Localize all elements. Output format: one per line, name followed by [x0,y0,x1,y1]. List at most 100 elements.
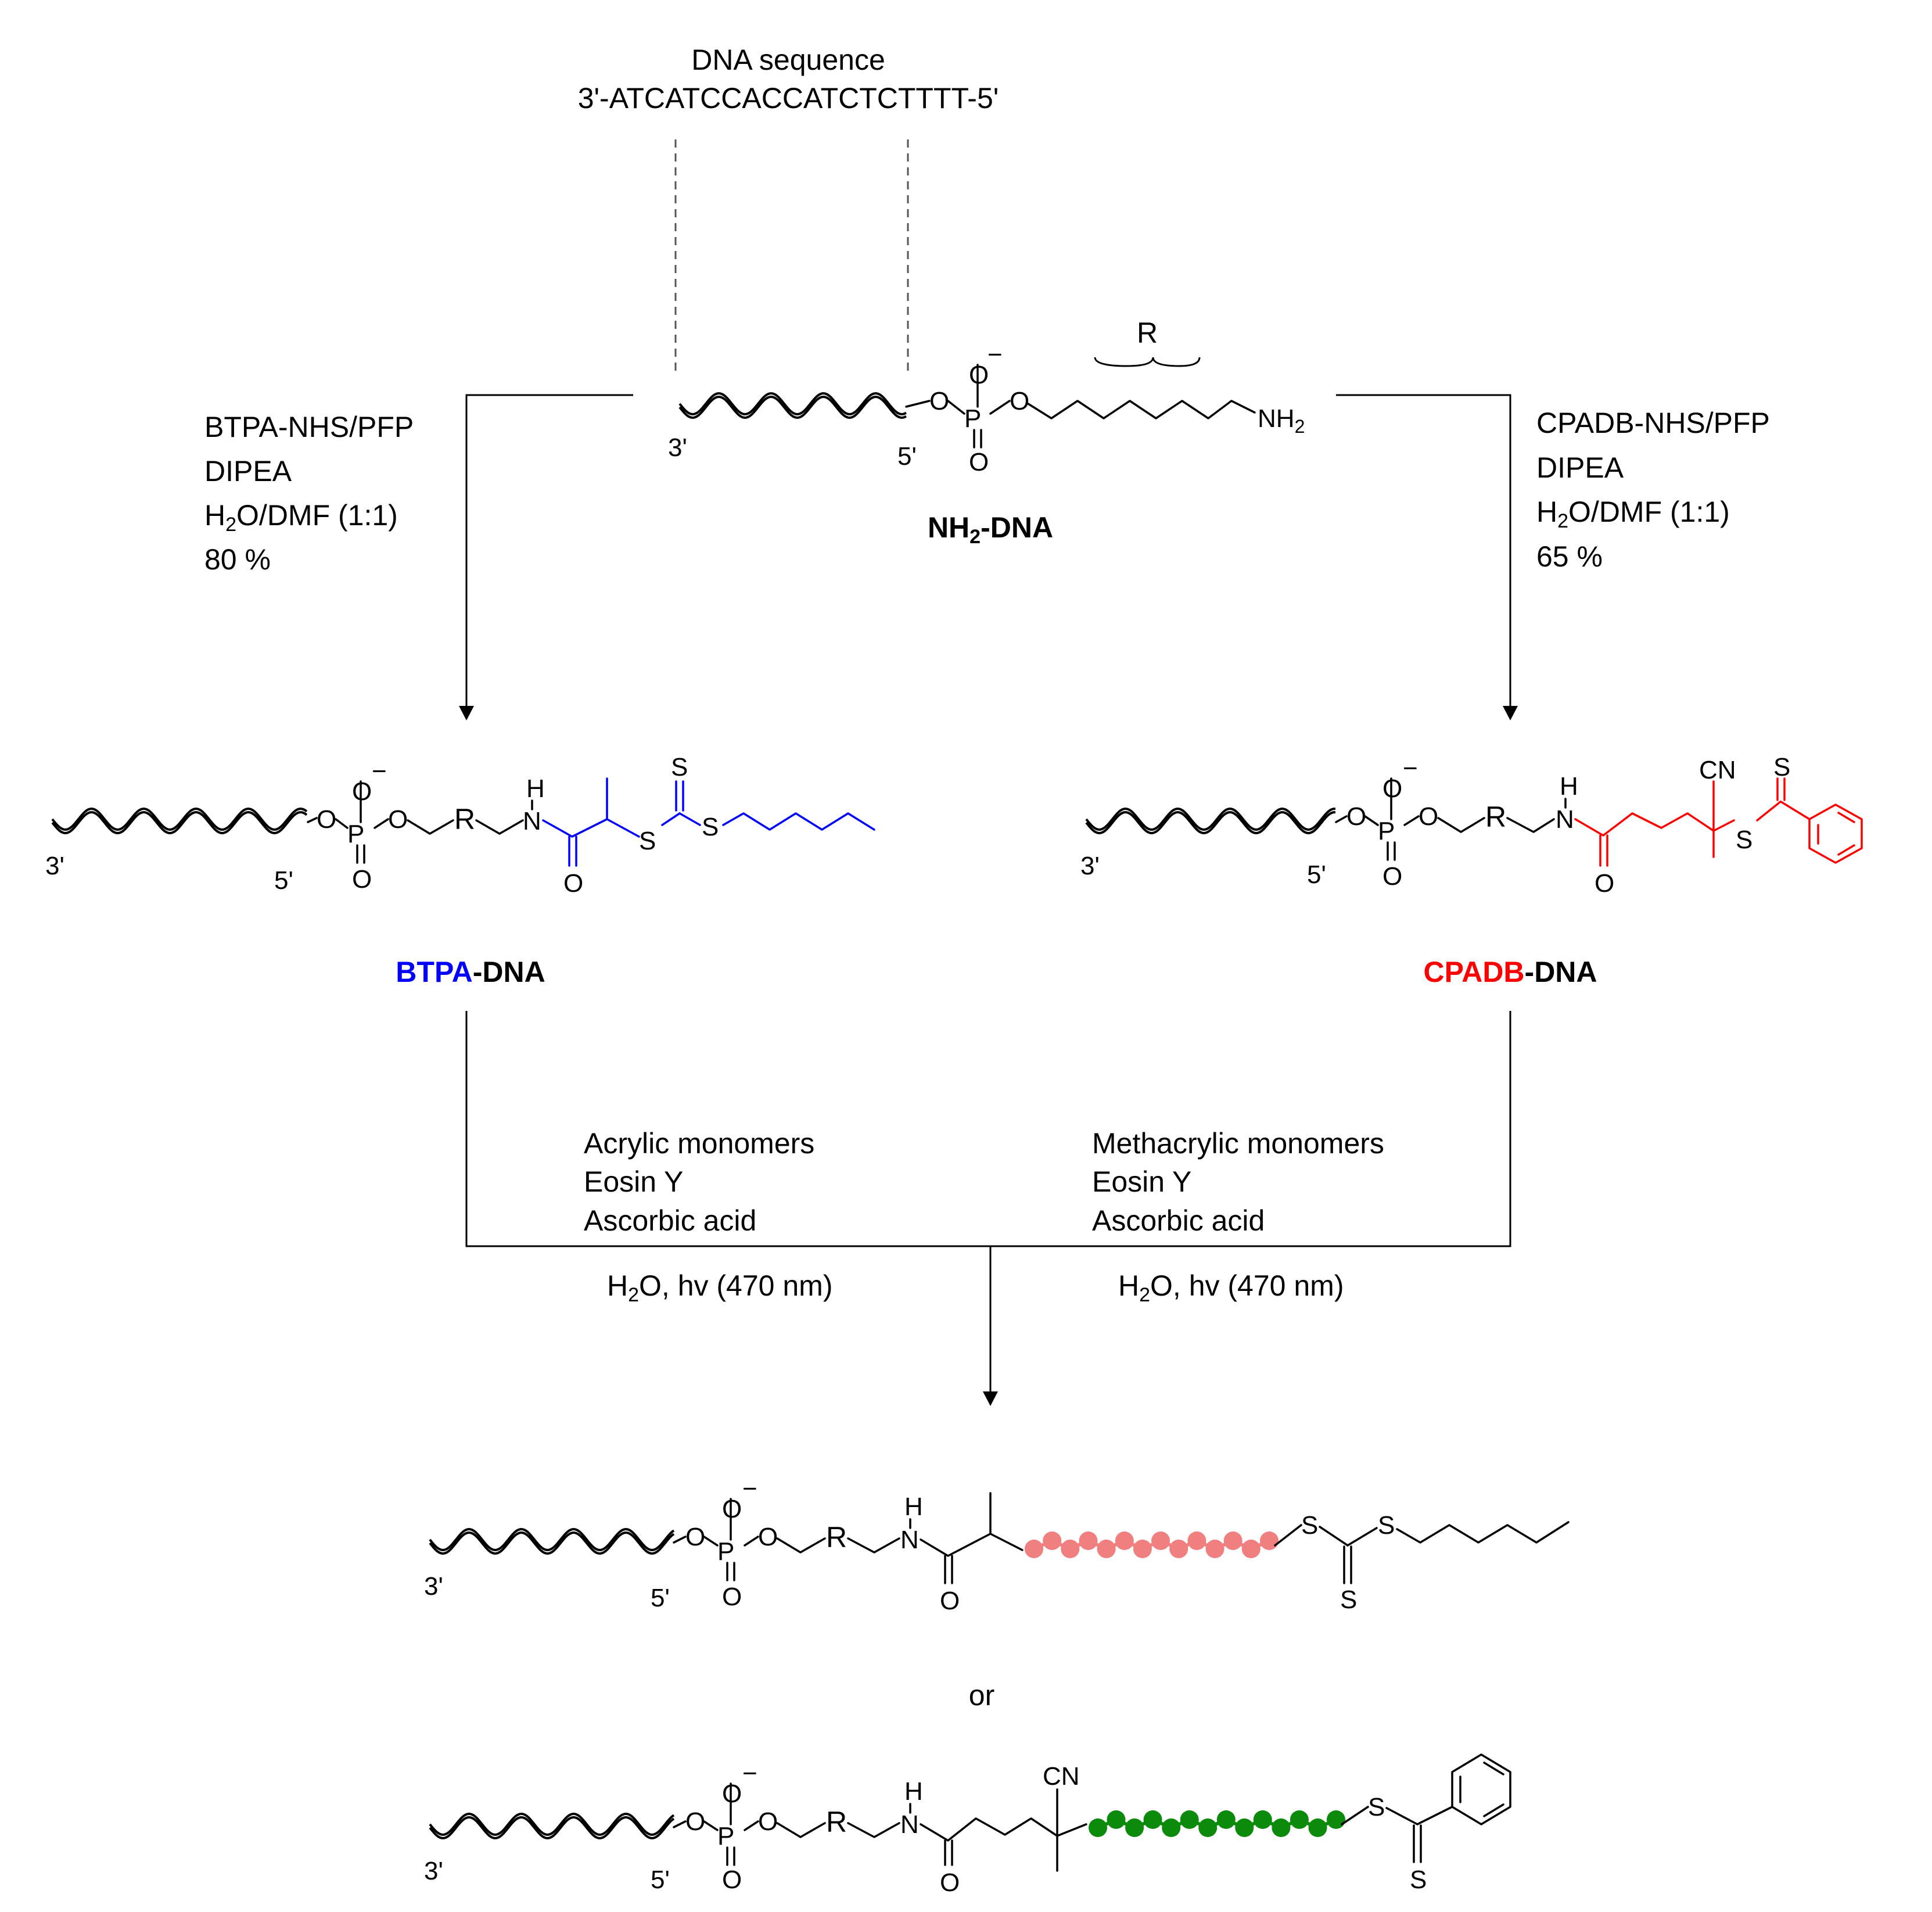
reagent-line: DIPEA [1536,451,1624,484]
three-prime-label: 3' [424,1572,443,1601]
thioether-sulfur: S [1736,826,1753,854]
monomer-bead [1272,1818,1291,1837]
dna-sequence-text: 3'-ATCATCCACCATCTCTTTT-5' [578,82,999,114]
three-prime-label: 3' [45,852,64,880]
bond [703,1820,719,1831]
bond [673,1820,687,1828]
bond [335,818,349,829]
bond [947,400,965,415]
monomer-bead [1223,1531,1242,1550]
dna-strand [678,392,907,419]
bond [847,1822,900,1838]
cpadb-dna-molecule: 3' 5' O P O − O O R N H [1080,753,1863,898]
three-prime-label: 3' [1080,852,1100,880]
r-group-label: R [1485,801,1506,833]
negative-charge: − [742,1475,757,1503]
bond [1274,1524,1302,1547]
arrowhead-icon [983,1391,998,1406]
acrylic-polymer-beads [1025,1531,1279,1558]
nitrile-group: CN [1699,756,1736,784]
bond [661,812,681,826]
reagent-line: BTPA-NHS/PFP [204,411,414,443]
bond [1506,817,1555,833]
amide-hydrogen: H [904,1777,923,1806]
phosphate-oxygen-top: O [969,361,989,389]
phosphorus: P [347,820,364,848]
monomer-bead [1216,1810,1236,1829]
bond [1364,815,1379,826]
ester-oxygen: O [929,387,949,415]
bond [1346,1527,1378,1547]
monomer-bead [1097,1540,1116,1558]
benzene-ring-icon [1451,1753,1511,1825]
butyl-chain [722,812,875,831]
bond [1416,1806,1453,1825]
left-reaction-arrow [465,394,633,715]
bond [1712,819,1735,832]
phosphate-oxygen-bottom: O [722,1866,742,1894]
dna-sequence-title: DNA sequence [691,44,885,76]
phosphate-oxygen-bottom: O [722,1583,742,1611]
solvent-line: H2O, hv (470 nm) [1118,1269,1344,1306]
reagent-line: Eosin Y [584,1165,683,1198]
right-reaction-arrow [1336,394,1511,715]
nh2-dna-molecule: 3' 5' O P O − O O R NH2 [668,317,1305,476]
monomer-bead [1241,1540,1261,1558]
acrylic-polymer-product: 3' 5' O P O − O O R N H O S S S [424,1475,1570,1615]
ester-oxygen-2: O [1010,387,1029,415]
bond [1319,1526,1349,1547]
phosphate-oxygen-bottom: O [1382,862,1402,891]
phosphorus: P [1378,817,1395,845]
methacrylic-polymer-beads [1089,1810,1345,1837]
reagent-line: Eosin Y [1092,1165,1191,1198]
dna-helix-icon [51,808,308,834]
bond [1385,1807,1419,1825]
negative-charge: − [987,340,1003,369]
carbonyl-oxygen: O [563,869,583,898]
nitrile-group: CN [1043,1762,1080,1791]
thioether-sulfur: S [639,827,656,855]
amide-hydrogen: H [904,1493,923,1521]
r-group-label: R [454,803,475,835]
phosphate-oxygen-top: O [352,777,372,806]
dna-helix-icon [1085,808,1335,834]
bond [703,1536,719,1547]
amide-nitrogen: N [900,1526,919,1554]
monomer-bead [1169,1540,1188,1558]
btpa-fragment [542,777,875,867]
thioether-sulfur-2: S [702,813,719,841]
thione-sulfur: S [1410,1866,1427,1894]
monomer-bead [1180,1810,1199,1829]
monomer-bead [1025,1540,1043,1558]
bond [1483,1762,1504,1775]
negative-charge: − [372,757,387,785]
phosphorus: P [717,1822,734,1850]
solvent-line: H2O/DMF (1:1) [1536,496,1730,532]
bond [1437,817,1485,833]
dna-helix-icon [429,1528,675,1555]
reagent-line: Methacrylic monomers [1092,1127,1384,1160]
r-group-label: R [1137,317,1158,349]
bond [1756,801,1782,822]
phosphate-oxygen-bottom: O [352,865,372,894]
monomer-bead [1133,1540,1152,1558]
amine-nh2: NH2 [1258,404,1305,437]
thione-sulfur: S [671,753,688,781]
monomer-bead [1079,1531,1098,1550]
phosphate-oxygen-top: O [722,1780,742,1808]
thione-sulfur: S [1773,753,1790,781]
bond [776,1822,826,1838]
bond [678,812,701,826]
methacrylic-polymer-product: 3' 5' O P O − O O R N H O CN S S [424,1753,1511,1897]
amide-hydrogen: H [1560,772,1578,801]
carbonyl-oxygen: O [1595,869,1614,898]
or-separator: or [969,1679,994,1712]
amide-nitrogen: N [900,1810,919,1839]
nh2-dna-label: NH2-DNA [928,511,1053,548]
five-prime-label: 5' [1307,860,1326,889]
ester-oxygen-2: O [388,805,408,834]
monomer-bead [1089,1818,1107,1837]
bond [1483,1803,1504,1817]
five-prime-label: 5' [651,1584,670,1612]
